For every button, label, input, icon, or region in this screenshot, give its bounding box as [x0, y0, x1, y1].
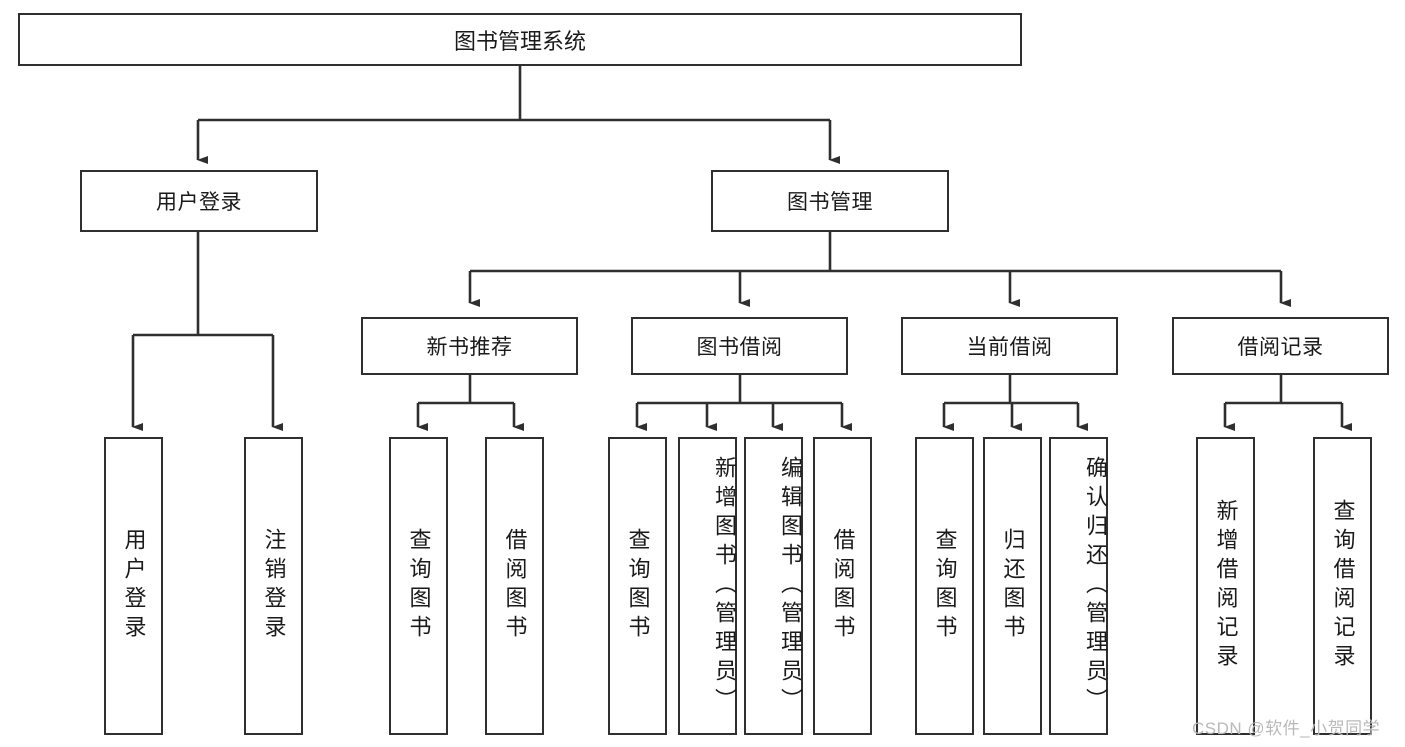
node-leaf-query-record[interactable]: 查询借阅记录 [1313, 437, 1372, 735]
node-book-manage-label: 图书管理 [787, 191, 873, 214]
node-root-label: 图书管理系统 [453, 28, 586, 54]
node-root[interactable]: 图书管理系统 [18, 13, 1022, 66]
node-leaf-query-book-2[interactable]: 查询图书 [608, 437, 667, 735]
node-current-borrow-label: 当前借阅 [966, 336, 1053, 359]
watermark: CSDN @软件_小贺同学 [1192, 719, 1381, 738]
node-leaf-logout-label: 注销登录 [261, 528, 287, 644]
node-book-borrow-label: 图书借阅 [696, 336, 783, 359]
node-leaf-query-record-label: 查询借阅记录 [1330, 499, 1356, 673]
node-user-login[interactable]: 用户登录 [80, 170, 318, 232]
node-borrow-record[interactable]: 借阅记录 [1172, 317, 1389, 375]
node-leaf-borrow-book-2-label: 借阅图书 [830, 528, 856, 644]
node-leaf-confirm-return-label: 确认归还（管理员） [1083, 455, 1108, 717]
node-leaf-borrow-book-1[interactable]: 借阅图书 [485, 437, 544, 735]
node-leaf-logout[interactable]: 注销登录 [244, 437, 303, 735]
node-leaf-user-login[interactable]: 用户登录 [104, 437, 163, 735]
node-leaf-add-book[interactable]: 新增图书（管理员） [678, 437, 737, 735]
node-leaf-edit-book[interactable]: 编辑图书（管理员） [744, 437, 803, 735]
node-leaf-return-book[interactable]: 归还图书 [983, 437, 1042, 735]
node-new-book-recommend[interactable]: 新书推荐 [361, 317, 578, 375]
node-user-login-label: 用户登录 [156, 191, 242, 214]
node-new-book-recommend-label: 新书推荐 [426, 336, 513, 359]
node-leaf-confirm-return[interactable]: 确认归还（管理员） [1049, 437, 1108, 735]
node-leaf-query-book-3-label: 查询图书 [932, 528, 958, 644]
node-book-borrow[interactable]: 图书借阅 [631, 317, 848, 375]
node-leaf-add-record[interactable]: 新增借阅记录 [1196, 437, 1255, 735]
node-leaf-return-book-label: 归还图书 [1000, 528, 1026, 644]
node-leaf-borrow-book-1-label: 借阅图书 [502, 528, 528, 644]
node-borrow-record-label: 借阅记录 [1237, 336, 1324, 359]
node-leaf-add-record-label: 新增借阅记录 [1213, 499, 1239, 673]
node-leaf-query-book-1[interactable]: 查询图书 [389, 437, 448, 735]
node-leaf-query-book-1-label: 查询图书 [406, 528, 432, 644]
node-leaf-query-book-2-label: 查询图书 [625, 528, 651, 644]
node-current-borrow[interactable]: 当前借阅 [901, 317, 1118, 375]
node-leaf-query-book-3[interactable]: 查询图书 [915, 437, 974, 735]
node-leaf-borrow-book-2[interactable]: 借阅图书 [813, 437, 872, 735]
node-leaf-user-login-label: 用户登录 [121, 528, 147, 644]
node-leaf-edit-book-label: 编辑图书（管理员） [778, 455, 803, 717]
node-book-manage[interactable]: 图书管理 [711, 170, 949, 232]
node-leaf-add-book-label: 新增图书（管理员） [712, 455, 737, 717]
